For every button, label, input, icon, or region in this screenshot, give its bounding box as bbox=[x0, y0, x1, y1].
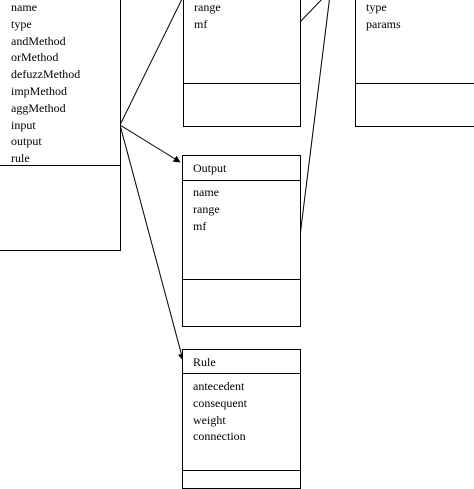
fis-attr-imp-method: impMethod bbox=[11, 83, 67, 98]
rule-class-title: Rule bbox=[183, 350, 300, 374]
connector-layer bbox=[119, 0, 330, 361]
fis-attr-input: input bbox=[11, 117, 36, 132]
rule-attr-consequent: consequent bbox=[193, 395, 247, 410]
fis-attr-and-method: andMethod bbox=[11, 33, 66, 48]
mf-class-box: type params bbox=[355, 0, 474, 127]
fis-attr-rule: rule bbox=[11, 151, 30, 166]
rule-class-box: Rule antecedent consequent weight connec… bbox=[182, 349, 301, 489]
fis-attr-type: type bbox=[11, 16, 32, 31]
mf-attribute-list: type params bbox=[366, 0, 474, 33]
input-to-mf-connector bbox=[299, 0, 322, 23]
rule-attribute-list: antecedent consequent weight connection bbox=[193, 378, 300, 445]
output-class-box: Output name range mf bbox=[182, 155, 301, 327]
input-attr-mf: mf bbox=[194, 16, 208, 31]
fis-attr-output: output bbox=[11, 134, 42, 149]
fis-attribute-list: name type andMethod orMethod defuzzMetho… bbox=[11, 0, 120, 167]
output-attribute-list: name range mf bbox=[193, 184, 300, 234]
output-operations-divider bbox=[183, 279, 300, 280]
rule-attr-antecedent: antecedent bbox=[193, 379, 245, 393]
fis-attr-name: name bbox=[11, 0, 37, 14]
input-attr-range: range bbox=[194, 0, 221, 14]
output-class-title: Output bbox=[183, 156, 300, 181]
fis-operations-divider bbox=[0, 165, 120, 166]
fis-class-box: name type andMethod orMethod defuzzMetho… bbox=[0, 0, 121, 251]
input-class-box: range mf bbox=[183, 0, 301, 127]
fis-attr-agg-method: aggMethod bbox=[11, 100, 66, 115]
output-attr-name: name bbox=[193, 185, 219, 199]
output-attr-range: range bbox=[193, 201, 220, 216]
mf-operations-divider bbox=[356, 83, 474, 84]
rule-attr-connection: connection bbox=[193, 429, 246, 444]
output-to-mf-connector bbox=[299, 0, 330, 237]
output-attr-mf: mf bbox=[193, 218, 207, 233]
fis-attr-defuzz-method: defuzzMethod bbox=[11, 67, 81, 82]
fis-to-rule-connector bbox=[119, 124, 185, 361]
fis-to-input-connector bbox=[119, 0, 183, 126]
rule-attr-weight: weight bbox=[193, 412, 226, 427]
rule-operations-divider bbox=[183, 470, 300, 471]
input-operations-divider bbox=[184, 83, 300, 84]
mf-attr-params: params bbox=[366, 16, 401, 31]
input-attribute-list: range mf bbox=[194, 0, 300, 33]
mf-attr-type: type bbox=[366, 0, 387, 14]
fis-attr-or-method: orMethod bbox=[11, 50, 59, 65]
fis-to-output-connector bbox=[119, 124, 181, 163]
